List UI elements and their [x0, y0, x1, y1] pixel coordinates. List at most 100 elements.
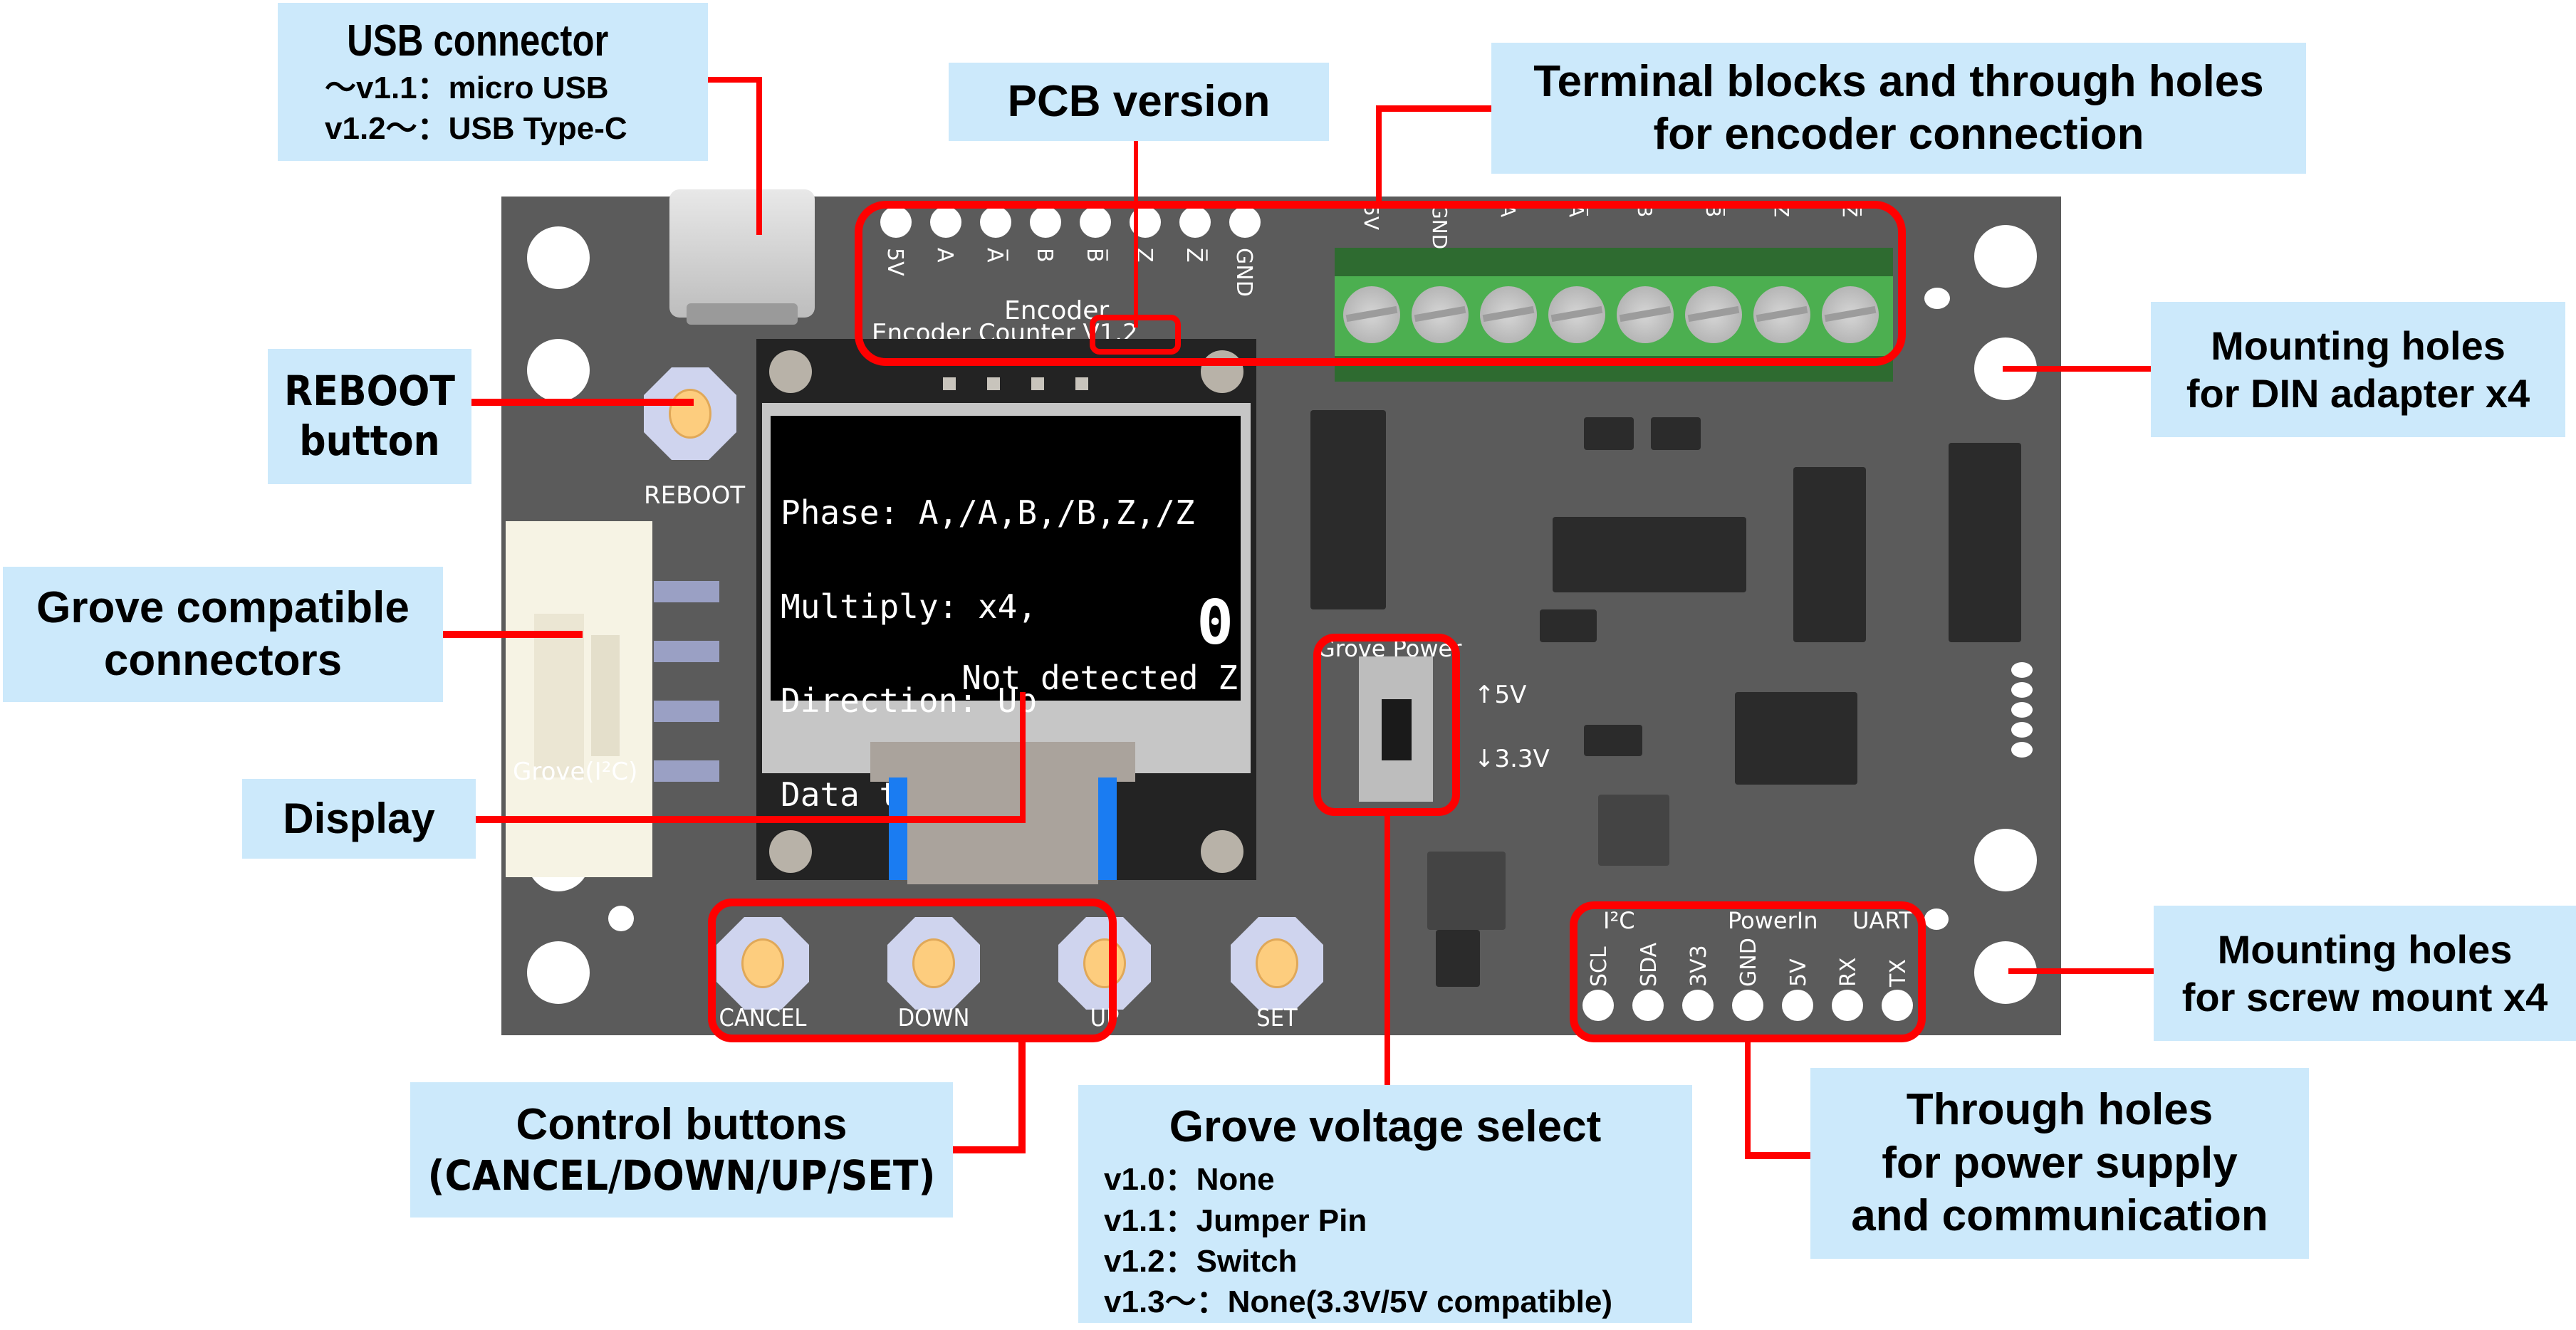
terminal-screw[interactable] [1753, 286, 1810, 343]
ic-chip [1949, 443, 2021, 642]
callout-through-holes: Through holes for power supply and commu… [1810, 1068, 2309, 1259]
usb-c-connector [669, 189, 815, 318]
callout-grove-voltage: Grove voltage select v1.0：None v1.1：Jump… [1078, 1085, 1692, 1323]
encoder-header-hole[interactable] [1080, 206, 1111, 238]
io-through-hole[interactable] [1582, 990, 1614, 1021]
grove-pin [654, 701, 719, 722]
control-button-down[interactable] [880, 910, 987, 1017]
callout-terminal-line-2: for encoder connection [1653, 110, 2144, 159]
io-through-hole[interactable] [1632, 990, 1664, 1021]
terminal-screw[interactable] [1548, 286, 1605, 343]
callout-terminal-blocks: Terminal blocks and through holes for en… [1491, 43, 2306, 174]
oled-line-multiply: Multiply: x4, [781, 587, 1038, 626]
terminal-screw[interactable] [1617, 286, 1674, 343]
callout-pcb-version-title: PCB version [1007, 76, 1271, 126]
callout-grove-voltage-line-3: v1.2：Switch [1104, 1243, 1298, 1279]
callout-usb-line-1: ～v1.1：micro USB [325, 70, 609, 105]
leader-screw [2008, 968, 2155, 974]
callout-display: Display [242, 779, 476, 859]
callout-din-line-1: Mounting holes [2211, 323, 2505, 368]
leader-terminal [1376, 105, 1491, 112]
mounting-hole-screw-tl [527, 226, 590, 289]
mounting-hole-din-tl [527, 339, 590, 402]
encoder-header-hole[interactable] [980, 206, 1011, 238]
callout-control-buttons: Control buttons (CANCEL/DOWN/UP/SET) [410, 1082, 953, 1218]
highlight-encoder-terminals [855, 201, 1906, 366]
callout-through-holes-line-2: for power supply [1882, 1138, 2238, 1188]
callout-reboot-line-2: button [299, 417, 440, 465]
grove-power-switch[interactable] [1359, 656, 1433, 802]
io-through-hole[interactable] [1682, 990, 1714, 1021]
leader-din [2003, 366, 2151, 372]
encoder-header-hole[interactable] [1030, 206, 1061, 238]
callout-din-line-2: for DIN adapter x4 [2186, 371, 2530, 416]
terminal-screw[interactable] [1822, 286, 1879, 343]
oled-flex-cable [870, 742, 1135, 782]
callout-din-mounting: Mounting holes for DIN adapter x4 [2151, 302, 2565, 437]
highlight-grove-switch [1313, 634, 1460, 816]
mounting-hole-screw-tr [1974, 225, 2037, 288]
via-hole [608, 906, 634, 931]
grove-connector[interactable] [506, 521, 652, 877]
oled-line-phase: Phase: A,/A,B,/B,Z,/Z [781, 493, 1195, 532]
usb-c-port [687, 303, 798, 325]
control-button-label: SET [1256, 1004, 1298, 1032]
oled-line-direction: Direction: Up [781, 681, 1038, 720]
grove-pin [654, 641, 719, 662]
oled-count: 0 [1196, 587, 1234, 659]
mounting-hole-din-br [1974, 829, 2037, 891]
leader-through-holes [1745, 1152, 1810, 1159]
inductor [1427, 852, 1506, 930]
encoder-header-hole[interactable] [1229, 206, 1261, 238]
ic-chip [1793, 467, 1866, 642]
io-through-hole[interactable] [1882, 990, 1913, 1021]
switch-5v-label: ↑5V [1474, 681, 1527, 709]
leader-grove-voltage [1385, 816, 1390, 1086]
callout-reboot-line-1: REBOOT [284, 367, 455, 416]
leader-pcb-version [1134, 141, 1138, 328]
leader-control [949, 1146, 1026, 1153]
io-through-hole[interactable] [1832, 990, 1863, 1021]
encoder-header-hole[interactable] [930, 206, 961, 238]
mounting-hole-screw-bl [527, 941, 590, 1004]
flex-stiffener-left [889, 777, 907, 880]
leader-control [1018, 1041, 1026, 1153]
terminal-screw[interactable] [1343, 286, 1400, 343]
callout-grove-line-1: Grove compatible [36, 582, 410, 632]
callout-screw-line-1: Mounting holes [2217, 926, 2513, 972]
terminal-screw[interactable] [1412, 286, 1469, 343]
terminal-screw[interactable] [1480, 286, 1537, 343]
callout-grove-voltage-line-4: v1.3～：None(3.3V/5V compatible) [1104, 1284, 1612, 1319]
switch-knob[interactable] [1382, 699, 1412, 760]
encoder-header-hole[interactable] [1179, 206, 1211, 238]
io-group-label: I²C [1603, 907, 1635, 934]
callout-through-holes-line-3: and communication [1851, 1191, 2268, 1241]
ic-chip [1651, 417, 1701, 450]
via-hole [1924, 909, 1949, 930]
control-button-up[interactable] [1051, 910, 1158, 1017]
grove-pin [654, 760, 719, 782]
callout-grove-line-2: connectors [103, 636, 343, 685]
io-through-hole[interactable] [1782, 990, 1813, 1021]
callout-display-title: Display [283, 795, 435, 842]
callout-through-holes-line-1: Through holes [1906, 1085, 2213, 1135]
callout-grove-voltage-title: Grove voltage select [1169, 1102, 1602, 1151]
terminal-screw[interactable] [1685, 286, 1742, 343]
reboot-button[interactable] [637, 360, 744, 467]
grove-pin [654, 581, 719, 602]
callout-usb-title: USB connector [347, 16, 609, 66]
oled-flex-cable [907, 777, 1098, 884]
ic-chip [1584, 417, 1634, 450]
leader-usb [756, 77, 762, 235]
callout-grove-voltage-line-1: v1.0：None [1104, 1162, 1275, 1198]
control-button-cancel[interactable] [709, 910, 816, 1017]
leader-display [476, 816, 1026, 823]
ic-chip [1584, 725, 1642, 756]
leader-display [1020, 692, 1026, 823]
io-through-hole[interactable] [1732, 990, 1763, 1021]
control-button-set[interactable] [1224, 910, 1330, 1017]
callout-control-line-2: (CANCEL/DOWN/UP/SET) [427, 1151, 936, 1200]
oled-status: Not detected Z [961, 659, 1238, 697]
via-holes-column [2011, 662, 2033, 758]
